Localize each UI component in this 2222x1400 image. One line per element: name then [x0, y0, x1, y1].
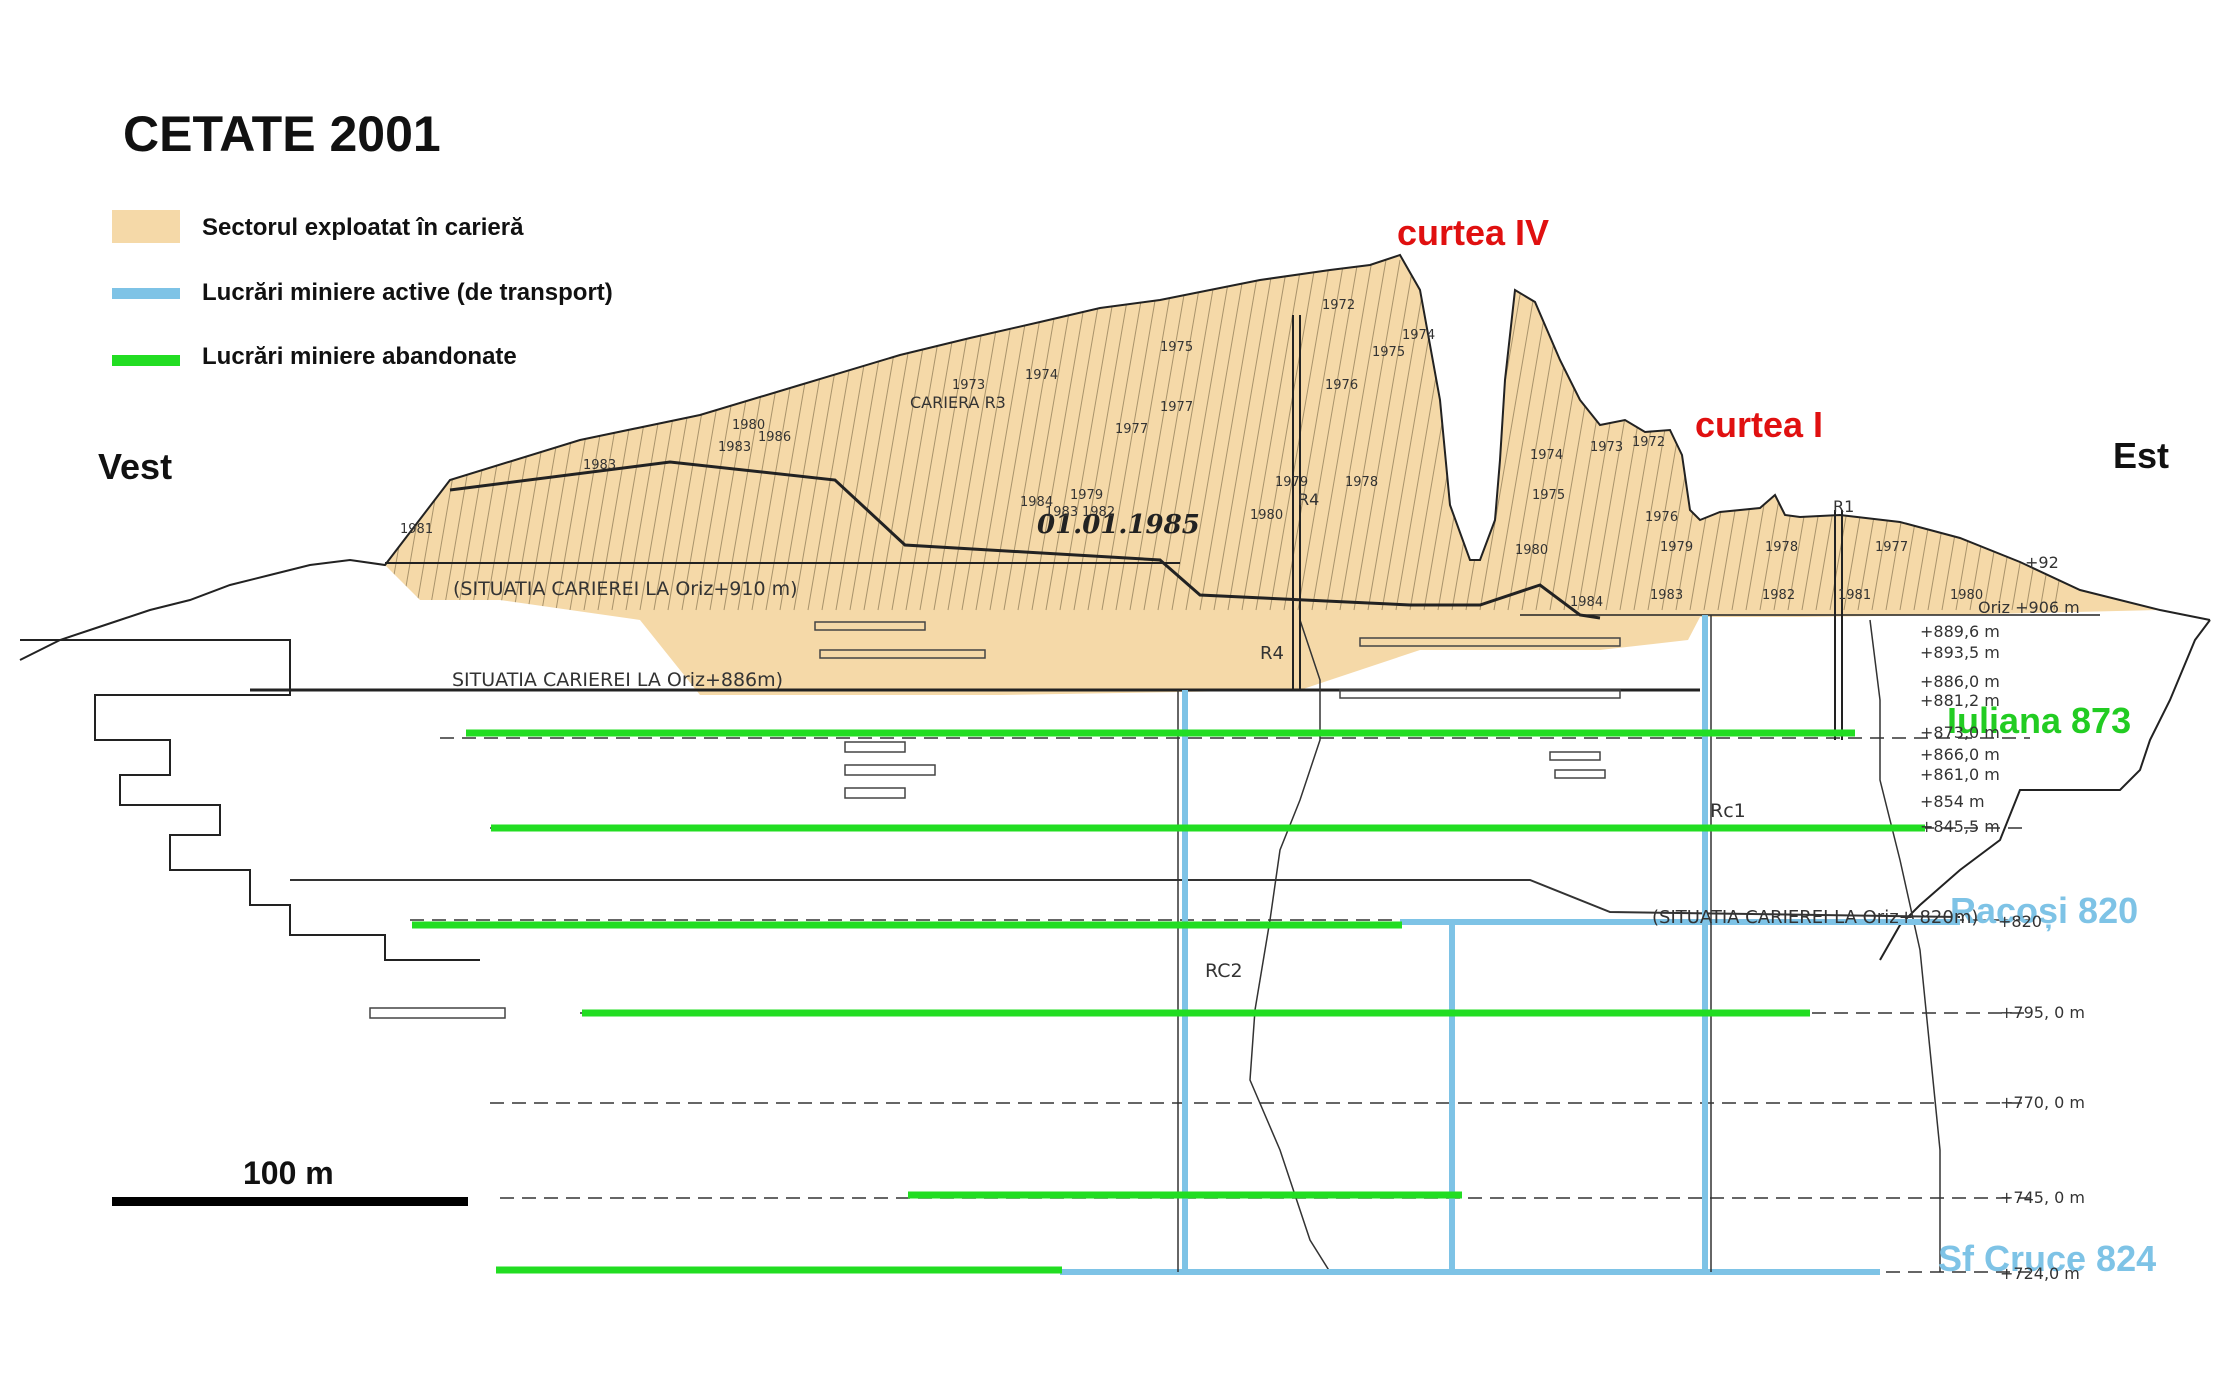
year-label: 1982	[1762, 588, 1796, 603]
year-label: 1980	[1250, 508, 1284, 523]
elevation-724: +724,0 m	[2000, 1264, 2080, 1283]
r4-label-lower: R4	[1260, 643, 1284, 664]
fault-line-east	[1869, 619, 1941, 1272]
side-label-east: Est	[2113, 435, 2170, 476]
level-label-sf-cruce: Sf Cruce 824	[1938, 1238, 2157, 1279]
year-label: 1986	[758, 430, 792, 445]
year-label: 1975	[1160, 340, 1194, 355]
elevation-770: +770, 0 m	[2000, 1093, 2085, 1112]
elevation-889-6: +889,6 m	[1920, 622, 2000, 641]
year-label: 1978	[1345, 475, 1379, 490]
bench-profile-west	[20, 639, 480, 961]
fault-line-west	[1249, 619, 1331, 1273]
elevation-861: +861,0 m	[1920, 765, 2000, 784]
situatia-820-label: (SITUATIA CARIEREI LA Oriz+ 820m)	[1652, 907, 1979, 928]
rc2-label: RC2	[1205, 960, 1243, 982]
scale-label: 100 m	[243, 1155, 334, 1191]
year-label: 1979	[1660, 540, 1694, 555]
r1-label: R1	[1833, 497, 1855, 516]
side-label-west: Vest	[98, 446, 173, 487]
legend-label-abandoned: Lucrări miniere abandonate	[202, 343, 517, 370]
year-label: 1975	[1532, 488, 1566, 503]
year-label: 1975	[1372, 345, 1406, 360]
mine-workings-rectangles	[369, 621, 1621, 1019]
year-label: 1982	[1082, 505, 1116, 520]
year-label: 1973	[952, 378, 986, 393]
year-label: 1972	[1632, 435, 1666, 450]
cariera-r3-label: CARIERA R3	[910, 393, 1006, 412]
year-label: 1974	[1530, 448, 1564, 463]
elevation-873: +873,0 m	[1920, 723, 2000, 742]
elevation-854: +854 m	[1920, 792, 1985, 811]
year-label: 1976	[1325, 378, 1359, 393]
elevation-866: +866,0 m	[1920, 745, 2000, 764]
elevation-820: +820	[1998, 912, 2042, 931]
level-label-racosi: Racoși 820	[1950, 890, 2139, 931]
year-label: 1980	[1515, 543, 1549, 558]
situatia-886-label: SITUATIA CARIEREI LA Oriz+886m)	[452, 669, 784, 691]
date-annotation: 01.01.1985	[1037, 510, 1200, 540]
court-label-i: curtea I	[1695, 404, 1824, 445]
year-label: 1978	[1765, 540, 1799, 555]
legend-label-active: Lucrări miniere active (de transport)	[202, 279, 613, 306]
situatia-910-label: (SITUATIA CARIEREI LA Oriz+910 m)	[453, 578, 798, 600]
elevation-886: +886,0 m	[1920, 672, 2000, 691]
elevation-745: +745, 0 m	[2000, 1188, 2085, 1207]
year-label: 1974	[1025, 368, 1059, 383]
abandoned-works	[412, 729, 1925, 1274]
r4-label-upper: R4	[1298, 490, 1320, 509]
year-label: 1980	[1950, 588, 1984, 603]
elevation-845-5: +845,5 m	[1920, 817, 2000, 836]
year-label: 1974	[1402, 328, 1436, 343]
year-label: 1972	[1322, 298, 1356, 313]
elevation-893-5: +893,5 m	[1920, 643, 2000, 662]
year-label: 1979	[1070, 488, 1104, 503]
elevation-881-2: +881,2 m	[1920, 691, 2000, 710]
year-label: 1981	[1838, 588, 1872, 603]
rc1-label: Rc1	[1710, 800, 1746, 822]
year-label: 1983	[1045, 505, 1079, 520]
shafts-upper	[1292, 315, 1843, 740]
year-label: 1973	[1590, 440, 1624, 455]
court-label-iv: curtea IV	[1397, 212, 1550, 253]
legend-swatch-active	[112, 288, 180, 299]
year-label: 1983	[718, 440, 752, 455]
shafts-black-lower	[1177, 615, 1712, 1272]
year-label: 1984	[1570, 595, 1604, 610]
year-label: 1977	[1115, 422, 1149, 437]
year-label: 1983	[583, 458, 617, 473]
active-transport-works	[1060, 615, 1960, 1275]
ground-surface-line	[19, 253, 2211, 661]
year-label: 1983	[1650, 588, 1684, 603]
year-label: 1977	[1875, 540, 1909, 555]
elevation-92: +92	[2025, 553, 2059, 572]
scale-bar	[112, 1197, 468, 1206]
year-label: 1979	[1275, 475, 1309, 490]
legend-label-exploited: Sectorul exploatat în carieră	[202, 214, 524, 241]
page-title: CETATE 2001	[123, 106, 441, 162]
bench-profile-east	[1879, 619, 2211, 961]
year-label: 1984	[1020, 495, 1054, 510]
legend-swatch-exploited	[112, 210, 180, 243]
exploited-sector-area	[385, 255, 2160, 695]
elevation-906: Oriz +906 m	[1978, 598, 2080, 617]
pit-bottom-820	[290, 879, 1961, 918]
pit-outline-910	[449, 460, 1601, 620]
level-label-iuliana: Iuliana 873	[1947, 700, 2132, 741]
year-label: 1976	[1645, 510, 1679, 525]
year-label: 1981	[400, 522, 434, 537]
elevation-795: +795, 0 m	[2000, 1003, 2085, 1022]
legend-swatch-abandoned	[112, 355, 180, 366]
year-label: 1977	[1160, 400, 1194, 415]
year-label: 1980	[732, 418, 766, 433]
